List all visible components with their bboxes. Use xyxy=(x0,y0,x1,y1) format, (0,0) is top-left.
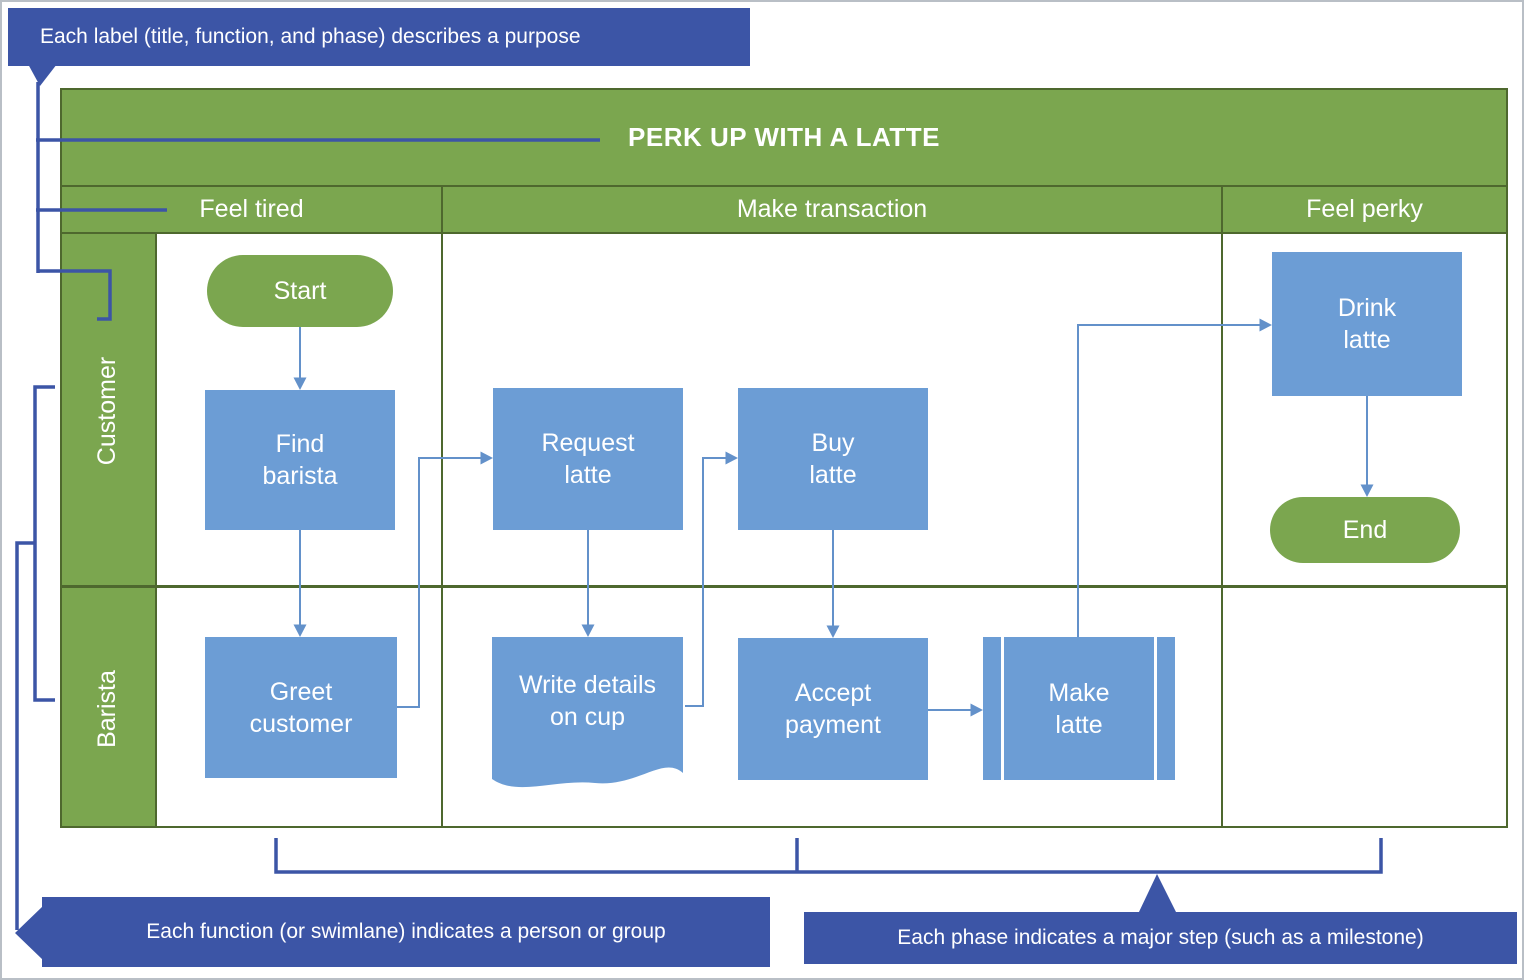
lane-divider xyxy=(62,585,1506,588)
callout-tail-down-icon xyxy=(28,64,57,86)
node-drink-latte: Drink latte xyxy=(1272,252,1462,396)
node-start: Start xyxy=(207,255,393,327)
node-accept-payment: Accept payment xyxy=(738,638,928,780)
node-buy-latte: Buy latte xyxy=(738,388,928,530)
node-write-details-on-cup: Write details on cup xyxy=(492,637,683,792)
callout-function-swimlane: Each function (or swimlane) indicates a … xyxy=(42,897,770,967)
callout-tail-up-icon xyxy=(1138,874,1177,914)
phase-header-row: Feel tired Make transaction Feel perky xyxy=(62,187,1506,234)
node-write-details-label: Write details on cup xyxy=(518,670,657,731)
function-column xyxy=(62,234,157,826)
swimlane-bracket xyxy=(33,385,55,702)
document-shape-icon xyxy=(492,637,683,788)
phase-bracket xyxy=(274,838,1383,874)
callout-tail-left-icon xyxy=(15,906,43,960)
node-find-barista: Find barista xyxy=(205,390,395,530)
bracket-to-left-callout-line xyxy=(15,541,35,930)
diagram-title: PERK UP WITH A LATTE xyxy=(628,122,940,152)
phase-header-feel-perky: Feel perky xyxy=(1306,195,1423,223)
phase-divider-1 xyxy=(441,234,443,826)
lane-label-barista: Barista xyxy=(93,670,121,748)
node-greet-customer: Greet customer xyxy=(205,637,397,778)
callout-phase-milestone: Each phase indicates a major step (such … xyxy=(804,912,1517,964)
phase-divider-2 xyxy=(1221,234,1223,826)
node-request-latte: Request latte xyxy=(493,388,683,530)
diagram-title-band: PERK UP WITH A LATTE xyxy=(62,90,1506,187)
node-make-latte: Make latte xyxy=(983,637,1175,780)
phase-header-feel-tired: Feel tired xyxy=(62,187,443,232)
callout-labels-purpose: Each label (title, function, and phase) … xyxy=(8,8,750,66)
phase-header-make-transaction: Make transaction xyxy=(443,187,1223,232)
lane-label-customer: Customer xyxy=(93,356,121,466)
node-end: End xyxy=(1270,497,1460,563)
